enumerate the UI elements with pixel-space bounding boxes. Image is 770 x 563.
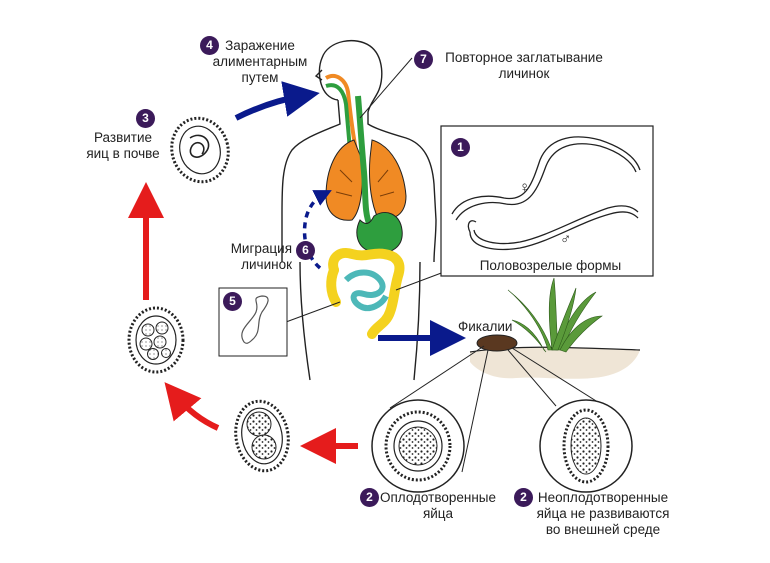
- reswallow-label: Повторное заглатывание личинок: [445, 50, 603, 81]
- infection-label: Заражение алиментарным путем: [212, 38, 308, 85]
- larva-pointer-line: [285, 301, 341, 323]
- male-symbol: ♂: [560, 231, 572, 248]
- egg-fertilized-circle: [371, 399, 465, 493]
- grass-icon: [507, 277, 603, 353]
- step-4-badge: 4: [200, 36, 219, 55]
- lungs-icon: [325, 139, 407, 221]
- swallow-pointer-line: [359, 57, 413, 119]
- adult-worms-box: [440, 125, 654, 277]
- step-2a-badge: 2: [360, 488, 379, 507]
- worm-male-icon: [467, 205, 639, 251]
- stomach-icon: [356, 212, 403, 254]
- esophagus-icon: [324, 73, 358, 151]
- egg-unfertilized-circle: [539, 399, 633, 493]
- egg-embryonated-icon: [170, 116, 230, 184]
- migration-label: Миграция личинок: [230, 241, 292, 272]
- larva-icon: [241, 295, 269, 344]
- small-intestine-icon: [343, 269, 389, 312]
- feces-label: Фикалии: [458, 319, 513, 334]
- human-body-icon: [281, 39, 437, 381]
- adult-forms-label: Половозрелые формы: [479, 258, 622, 273]
- step-3-badge: 3: [136, 109, 155, 128]
- ingestion-arrow: [234, 81, 320, 121]
- feces-icon: [476, 334, 518, 352]
- unfertilized-eggs-label: Неоплодотворенные яйца не развиваются во…: [536, 490, 670, 537]
- egg-two-cell-icon: [234, 399, 290, 473]
- esophagus-tube-icon: [355, 95, 373, 228]
- step-2b-badge: 2: [514, 488, 533, 507]
- adult-worms-pointer-line: [395, 271, 445, 291]
- step-6-badge: 6: [296, 241, 315, 260]
- step-5-badge: 5: [223, 292, 242, 311]
- step-1-badge: 1: [451, 138, 470, 157]
- soil-ground: [469, 346, 641, 379]
- colon-icon: [328, 248, 405, 339]
- egg-morula-icon: [127, 306, 185, 374]
- female-symbol: ♀: [519, 179, 531, 196]
- soil-development-label: Развитие яиц в почве: [86, 130, 160, 161]
- fertilized-eggs-label: Оплодотворенные яйца: [380, 490, 496, 521]
- worm-female-icon: [451, 136, 641, 221]
- step-7-badge: 7: [414, 50, 433, 69]
- development-cycle-arrows: [128, 182, 358, 464]
